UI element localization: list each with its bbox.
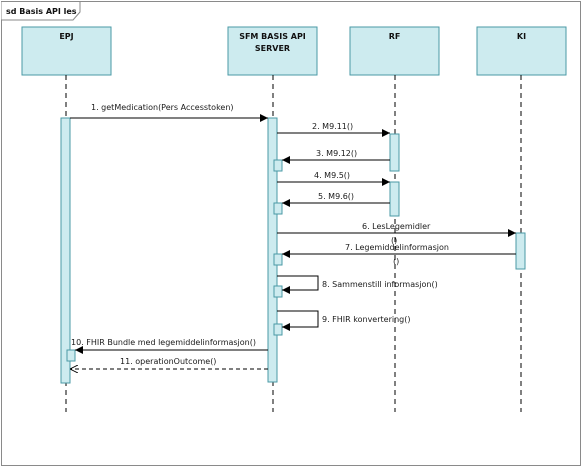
activation-rf-2 bbox=[389, 181, 400, 217]
lifeline-label-ki: KI bbox=[517, 32, 526, 41]
message-7-label: 7. Legemiddelinformasjon bbox=[345, 243, 449, 252]
message-2-label: 2. M9.11() bbox=[312, 122, 353, 131]
lifeline-rf[interactable]: RF bbox=[349, 26, 440, 76]
activation-sfm-self-9 bbox=[273, 323, 283, 336]
frame-title-tab bbox=[1, 1, 81, 21]
lifeline-label-rf: RF bbox=[389, 32, 401, 41]
message-9-label: 9. FHIR konvertering() bbox=[322, 315, 410, 324]
activation-rf-1 bbox=[389, 133, 400, 172]
message-9-arrow bbox=[277, 310, 319, 331]
lifeline-header-ki[interactable] bbox=[476, 26, 567, 76]
activation-sfm-self-8 bbox=[273, 285, 283, 298]
activation-sfm-reply-5 bbox=[273, 202, 283, 215]
activation-epj-reply-10 bbox=[66, 349, 76, 362]
message-6-label: 6. LesLegemidler bbox=[362, 222, 431, 231]
lifeline-label-epj: EPJ bbox=[59, 32, 73, 41]
message-8-label: 8. Sammenstill informasjon() bbox=[322, 280, 438, 289]
activation-ki bbox=[515, 232, 526, 270]
message-11-label: 11. operationOutcome() bbox=[120, 357, 216, 366]
lifeline-epj[interactable]: EPJ bbox=[21, 26, 112, 76]
message-5-label: 5. M9.6() bbox=[318, 192, 354, 201]
message-10-label: 10. FHIR Bundle med legemiddelinformasjo… bbox=[71, 338, 256, 347]
message-8-arrow bbox=[277, 275, 319, 294]
lifeline-sfm[interactable]: SFM BASIS API SERVER bbox=[227, 26, 318, 76]
lifeline-label-sfm-line2: SERVER bbox=[255, 44, 290, 53]
activation-sfm-reply-7 bbox=[273, 253, 283, 266]
activation-sfm-reply-3 bbox=[273, 159, 283, 172]
message-4-label: 4. M9.5() bbox=[314, 171, 350, 180]
activation-epj bbox=[60, 117, 71, 384]
lifeline-header-rf[interactable] bbox=[349, 26, 440, 76]
activation-sfm bbox=[267, 117, 278, 383]
message-6-label-cont: () bbox=[391, 236, 397, 245]
message-1-label: 1. getMedication(Pers Accesstoken) bbox=[91, 103, 234, 112]
message-7-label-cont: () bbox=[393, 257, 399, 266]
frame-title: sd Basis API les bbox=[6, 7, 77, 16]
lifeline-header-sfm[interactable] bbox=[227, 26, 318, 76]
message-3-label: 3. M9.12() bbox=[316, 149, 357, 158]
lifeline-label-sfm-line1: SFM BASIS API bbox=[239, 32, 306, 41]
lifeline-ki[interactable]: KI bbox=[476, 26, 567, 76]
